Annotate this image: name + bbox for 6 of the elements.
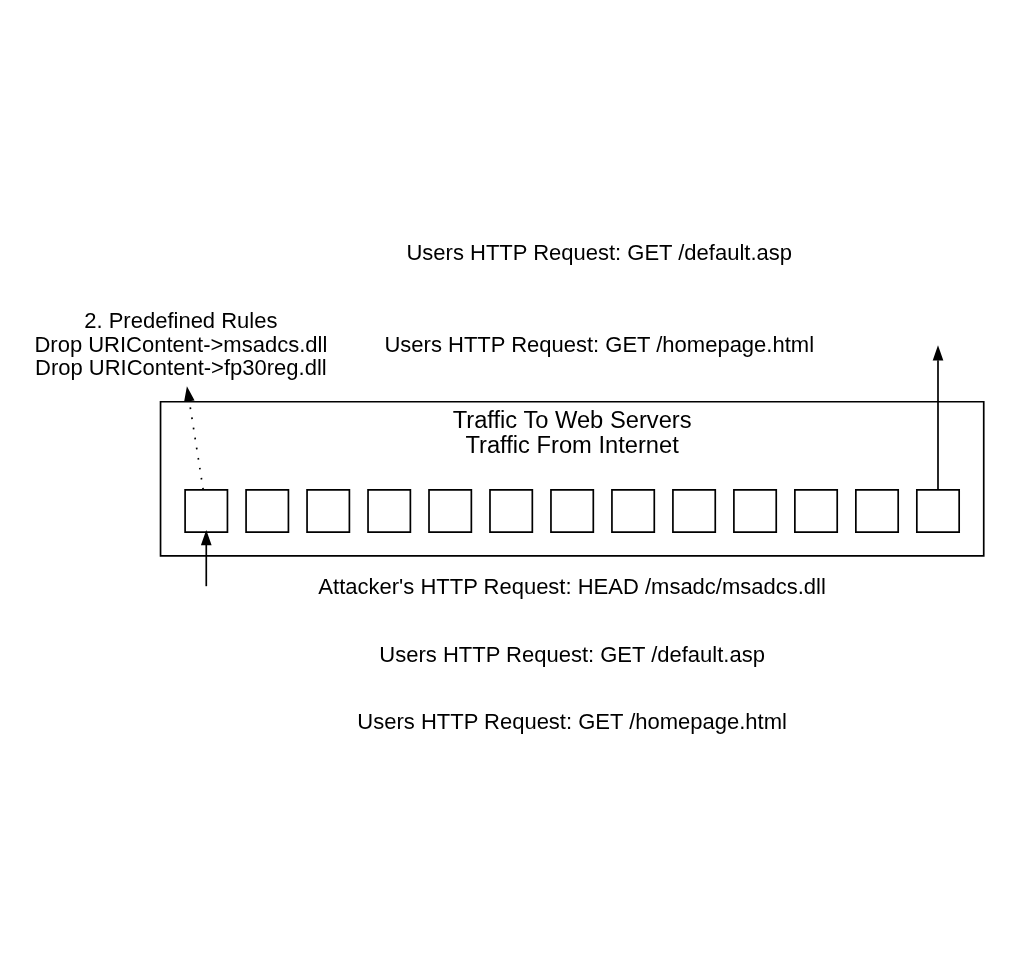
label: Users HTTP Request: GET /default.asp (379, 641, 765, 667)
node-text: 2. Predefined Rules Drop URIContent->msadcs.dll Drop URIContent->fp30reg.dll (34, 307, 328, 380)
label: Attacker's HTTP Request: HEAD /msadc/msadcs.dll (318, 573, 826, 599)
label: Users HTTP Request: GET /homepage.html (384, 331, 815, 357)
label: Users HTTP Request: GET /default.asp (406, 239, 793, 265)
label: Users HTTP Request: GET /homepage.html (357, 708, 787, 734)
